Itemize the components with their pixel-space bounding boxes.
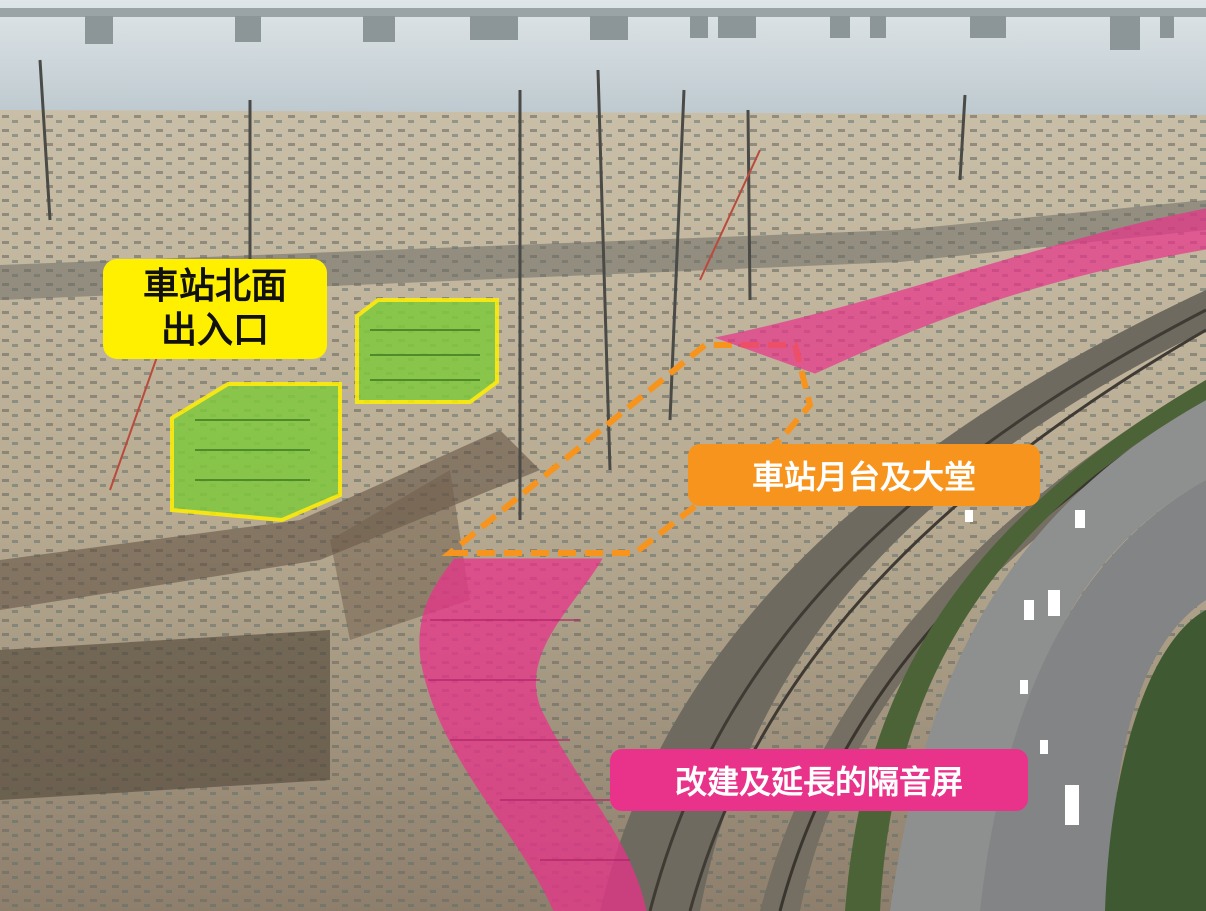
station-outline [441, 342, 814, 556]
sea-with-bridge [0, 0, 1206, 120]
north-entrance-label: 車站北面 出入口 [103, 259, 327, 359]
noise-barrier-upper [714, 208, 1206, 374]
platform-concourse-label: 車站月台及大堂 [688, 444, 1040, 506]
north-entrance-building-left [170, 382, 342, 523]
noise-barrier-label: 改建及延長的隔音屏 [610, 749, 1028, 811]
north-entrance-building-right [355, 298, 499, 404]
